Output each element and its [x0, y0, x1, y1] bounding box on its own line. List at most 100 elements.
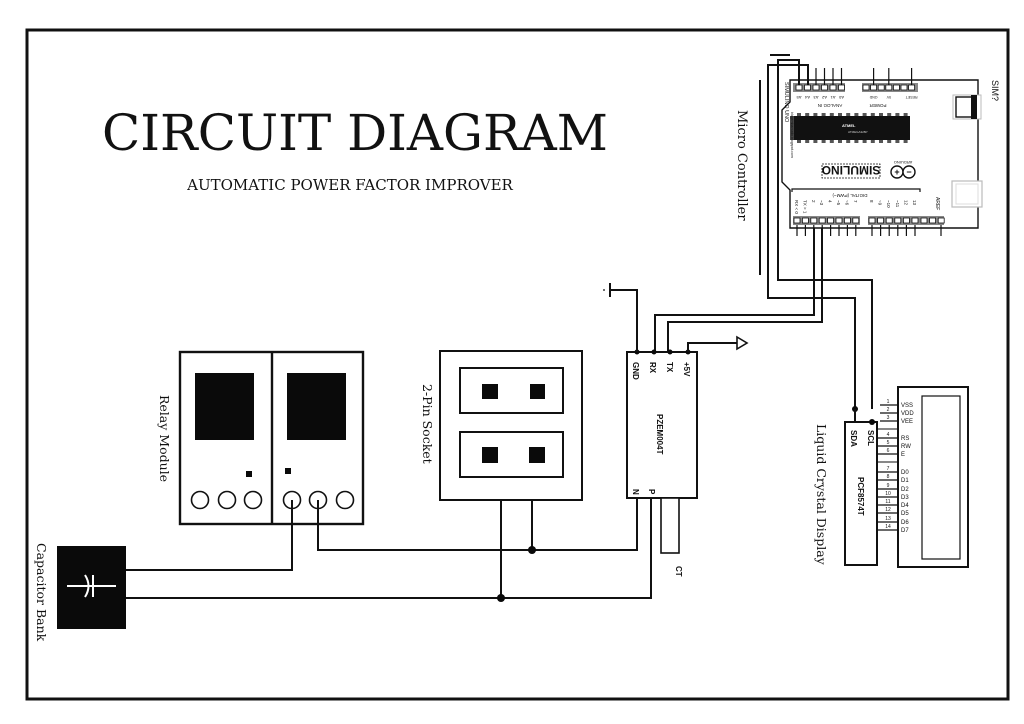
lcd-pin-name: D1	[901, 478, 909, 484]
digital-pin-pad	[818, 217, 826, 224]
power-wires	[126, 498, 652, 602]
lcd-pin-name: D0	[901, 470, 909, 476]
power-pin-label: RESET	[905, 95, 918, 99]
digital-pin-pad	[844, 217, 851, 224]
wire-d2-rx	[654, 228, 815, 352]
page-border	[25, 28, 1010, 701]
lcd-pin-name: VSS	[901, 403, 913, 409]
signal-wires	[654, 54, 942, 409]
wire-gnd	[610, 289, 638, 352]
analog-pin-label: A5	[796, 95, 802, 100]
lcd-pin-name: D5	[901, 511, 909, 517]
relay-2-body	[287, 373, 346, 440]
lcd-pin-number: 10	[885, 491, 891, 497]
pzem-module: GND RX TX +5V PZEM004T N P CT	[603, 283, 749, 577]
digital-pin-pad	[793, 217, 801, 224]
lcd-pin-number: 5	[887, 440, 890, 446]
adapter-name: PCF8574T	[856, 477, 865, 516]
digital-pin-pad	[827, 217, 834, 224]
svg-text:+: +	[894, 167, 899, 177]
digital-pin-label: ~3	[819, 200, 824, 206]
socket-label: 2-Pin Socket	[420, 384, 435, 464]
digital-pin-pad	[894, 217, 902, 224]
lcd-pin-name: VEE	[901, 419, 913, 425]
lcd-module: SDA SCL PCF8574T 1VSS2VDD3VEE4RS5RW6E7D0…	[814, 386, 969, 568]
power-pin-pad	[893, 84, 900, 91]
analog-pin-label: A4	[804, 95, 810, 100]
power-pin-pad	[900, 84, 908, 91]
digital-pin-label: TX > 1	[802, 200, 807, 214]
current-transformer	[660, 497, 680, 554]
capacitor-bank-body	[57, 546, 126, 629]
analog-pin-pad	[812, 84, 820, 91]
wire-cap-relay	[126, 500, 293, 571]
chip-part: ATMEGA328P	[848, 130, 867, 134]
lcd-pin-name: D2	[901, 487, 909, 493]
relay-1-terminal	[243, 490, 263, 510]
pzem-body	[626, 351, 698, 499]
analog-pin-label: A1	[830, 95, 836, 100]
digital-pin-label: 12	[903, 200, 908, 206]
lcd-pin: 6E	[877, 448, 905, 458]
analog-pin-label: A0	[838, 95, 844, 100]
lcd-pin-name: VDD	[901, 411, 914, 417]
power-arrow-icon	[736, 335, 749, 351]
lcd-pin: 8D1	[877, 474, 909, 484]
digital-pin-label: RX < 0	[794, 200, 799, 214]
lcd-pin: 7D0	[877, 466, 909, 476]
lcd-pin-name: D6	[901, 520, 909, 526]
digital-pin-pad	[835, 217, 843, 224]
atmel-chip	[790, 116, 910, 140]
lcd-label: Liquid Crystal Display	[814, 424, 829, 566]
digital-pin-label: ~6	[844, 200, 849, 206]
digital-pin-pad	[868, 217, 876, 224]
analog-pin-pad	[829, 84, 837, 91]
wire-5v	[687, 342, 737, 352]
capacitor-bank: Capacitor Bank	[34, 543, 126, 642]
lcd-pin-number: 9	[887, 483, 890, 489]
lcd-pin-name: E	[901, 452, 905, 458]
pzem-pin-tx: TX	[665, 362, 674, 373]
lcd-pin-number: 13	[885, 516, 891, 522]
lcd-pin-name: RS	[901, 436, 909, 442]
lcd-pin-number: 4	[887, 432, 890, 438]
analog-header-label: ANALOG IN	[818, 103, 843, 108]
digital-pin-pad	[802, 217, 809, 224]
capacitor-label: Capacitor Bank	[34, 543, 49, 642]
aref-label: AREF	[934, 197, 940, 210]
simulino-logo-box	[821, 163, 881, 179]
adapter-pin-scl: SCL	[866, 430, 875, 446]
capacitor-icon	[84, 574, 90, 598]
digital-header-label: DIGITAL (PWM~)	[832, 193, 867, 198]
ct-label: CT	[674, 566, 683, 577]
lcd-pin-number: 1	[887, 399, 890, 405]
arduino-board-outline	[781, 79, 979, 229]
digital-pin-label: 8	[869, 200, 874, 203]
power-pin-pad	[877, 84, 885, 91]
sim-label: SIM?	[990, 80, 1000, 101]
wire-relay-neutral	[317, 498, 638, 551]
digital-pin-label: ~9	[878, 200, 883, 206]
relay-label: Relay Module	[157, 395, 172, 482]
lcd-pin-number: 6	[887, 448, 890, 454]
digital-pin-pad	[911, 217, 919, 224]
digital-pin-pad	[885, 217, 893, 224]
diagram-title: CIRCUIT DIAGRAM	[102, 104, 608, 162]
power-pin-pad	[908, 84, 915, 91]
pzem-pin-5v: +5V	[682, 362, 691, 377]
arduino-minus-icon	[902, 165, 916, 179]
digital-header-low	[793, 216, 860, 225]
analog-pin-pad	[804, 84, 811, 91]
power-pin-pad	[870, 84, 877, 91]
lcd-pin-name: D3	[901, 495, 909, 501]
lcd-pin: 9D2	[877, 483, 909, 493]
board-name: SIMULINO UNO	[783, 82, 789, 123]
digital-pin-label: 13	[912, 200, 917, 206]
analog-pin-pad	[821, 84, 828, 91]
power-pin-pad	[862, 84, 870, 91]
